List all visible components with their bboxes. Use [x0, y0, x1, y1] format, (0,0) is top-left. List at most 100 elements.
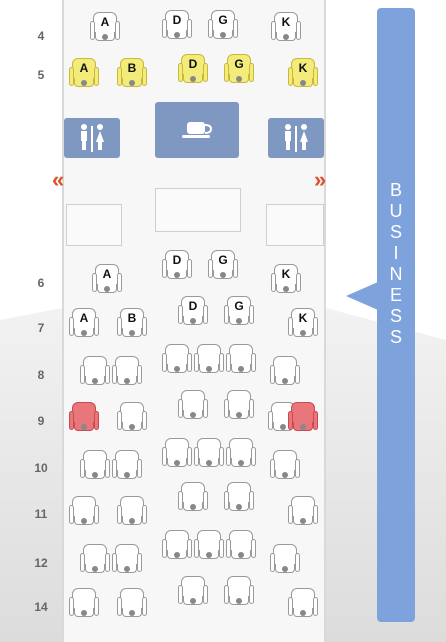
seat-label: G: [234, 299, 244, 313]
seat[interactable]: [270, 356, 300, 386]
lavatory-left: [64, 118, 120, 158]
row-number: 5: [37, 68, 45, 82]
section-letter: N: [389, 264, 403, 284]
section-letter: I: [393, 243, 399, 263]
row-number: 7: [37, 321, 45, 335]
seat-selected[interactable]: G: [224, 54, 254, 84]
lavatory-icon: [81, 124, 104, 152]
seat[interactable]: [162, 344, 192, 374]
seat[interactable]: [194, 344, 224, 374]
seat-label: B: [127, 61, 137, 75]
seat[interactable]: [117, 496, 147, 526]
row-number: 6: [37, 276, 45, 290]
seat[interactable]: K: [271, 264, 301, 294]
seat[interactable]: [162, 438, 192, 468]
seat[interactable]: [224, 576, 254, 606]
row-number: 10: [34, 461, 48, 475]
seat[interactable]: [288, 496, 318, 526]
exit-area: [66, 204, 122, 246]
section-letter: S: [389, 306, 402, 326]
seat-label: K: [298, 61, 308, 75]
seat[interactable]: [112, 544, 142, 574]
seat[interactable]: [194, 438, 224, 468]
seat[interactable]: [69, 496, 99, 526]
seat-label: G: [234, 57, 244, 71]
seat-label: A: [79, 311, 89, 325]
seat-selected[interactable]: B: [117, 58, 147, 88]
seat-label: K: [281, 267, 291, 281]
row-number: 14: [34, 600, 48, 614]
seat[interactable]: [224, 482, 254, 512]
row-number: 12: [34, 556, 48, 570]
seat[interactable]: [112, 356, 142, 386]
seat[interactable]: [117, 588, 147, 618]
seat-selected[interactable]: K: [288, 58, 318, 88]
seat[interactable]: A: [92, 264, 122, 294]
seat[interactable]: [226, 530, 256, 560]
seat[interactable]: [178, 390, 208, 420]
seat-label: G: [218, 253, 228, 267]
section-letter: U: [389, 201, 403, 221]
seat-selected[interactable]: D: [178, 54, 208, 84]
seat[interactable]: A: [90, 12, 120, 42]
seat-label: D: [188, 57, 198, 71]
seat[interactable]: [194, 530, 224, 560]
seat[interactable]: [224, 390, 254, 420]
seat[interactable]: [80, 356, 110, 386]
exit-area: [266, 204, 324, 246]
seat[interactable]: [226, 344, 256, 374]
seat-label: D: [188, 299, 198, 313]
seat[interactable]: [80, 450, 110, 480]
section-letter: S: [389, 222, 402, 242]
seat-label: B: [127, 311, 137, 325]
seat[interactable]: [226, 438, 256, 468]
seat[interactable]: [162, 530, 192, 560]
seat[interactable]: D: [162, 10, 192, 40]
seat-selected[interactable]: A: [69, 58, 99, 88]
exit-arrow-icon: «: [52, 167, 65, 192]
seat[interactable]: K: [271, 12, 301, 42]
exit-arrow-icon: »: [314, 167, 327, 192]
seat-label: K: [298, 311, 308, 325]
row-number: 11: [34, 507, 48, 521]
lavatory-right: [268, 118, 324, 158]
seat[interactable]: G: [208, 250, 238, 280]
seat-label: D: [172, 253, 182, 267]
seat[interactable]: A: [69, 308, 99, 338]
galley: [155, 102, 239, 158]
seat[interactable]: [112, 450, 142, 480]
seat[interactable]: D: [178, 296, 208, 326]
seat-unavailable[interactable]: [288, 402, 318, 432]
seat-label: K: [281, 15, 291, 29]
exit-area: [155, 188, 241, 232]
seat[interactable]: K: [288, 308, 318, 338]
seat-label: A: [102, 267, 112, 281]
seat-unavailable[interactable]: [69, 402, 99, 432]
business-section-label: B U S I N E S S: [377, 180, 415, 348]
seat[interactable]: [178, 482, 208, 512]
seat[interactable]: G: [224, 296, 254, 326]
seat[interactable]: [288, 588, 318, 618]
section-letter: B: [389, 180, 402, 200]
seat[interactable]: [270, 450, 300, 480]
seat-label: D: [172, 13, 182, 27]
seat[interactable]: [270, 544, 300, 574]
seat[interactable]: [117, 402, 147, 432]
seat[interactable]: [178, 576, 208, 606]
seat[interactable]: [80, 544, 110, 574]
row-number: 9: [37, 414, 45, 428]
seat[interactable]: D: [162, 250, 192, 280]
seat[interactable]: [69, 588, 99, 618]
coffee-cup-icon: [182, 122, 213, 138]
row-number: 4: [37, 29, 45, 43]
section-letter: E: [389, 285, 402, 305]
seat[interactable]: B: [117, 308, 147, 338]
business-section-pointer: [346, 282, 378, 310]
business-section-bar: [377, 8, 415, 622]
seat[interactable]: G: [208, 10, 238, 40]
lavatory-icon: [285, 124, 308, 152]
seat-label: G: [218, 13, 228, 27]
section-letter: S: [389, 327, 402, 347]
row-number: 8: [37, 368, 45, 382]
